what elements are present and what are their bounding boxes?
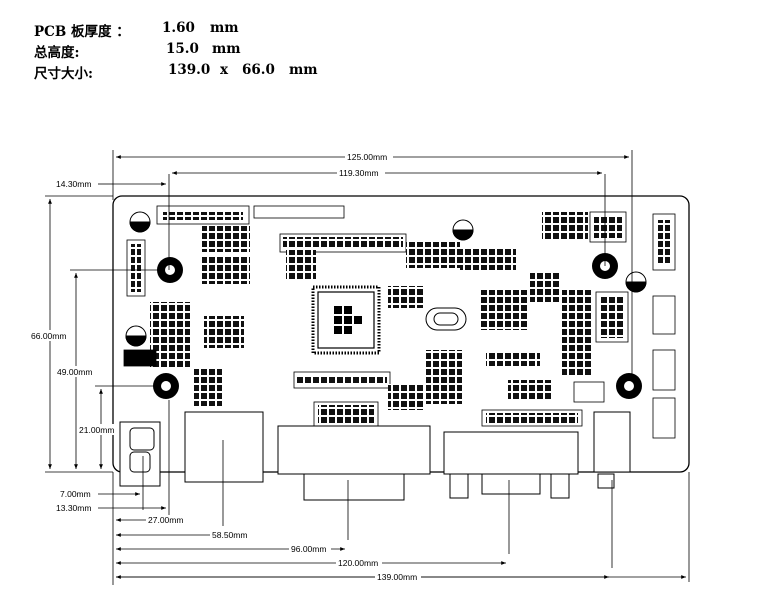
dim-offset-7: 7.00mm bbox=[60, 489, 91, 499]
capacitors bbox=[125, 211, 647, 347]
dim-139: 139.00mm bbox=[377, 572, 417, 582]
spec-label: PCB 板厚度 ： bbox=[34, 24, 130, 40]
bottom-connectors bbox=[119, 411, 631, 501]
spec-unit: mm bbox=[212, 41, 241, 57]
components bbox=[123, 205, 676, 439]
spec-unit: mm bbox=[289, 62, 318, 78]
dim-27: 27.00mm bbox=[148, 515, 183, 525]
spec-value: 15.0 bbox=[166, 41, 199, 57]
dim-58: 58.50mm bbox=[212, 530, 247, 540]
mounting-holes bbox=[153, 253, 642, 399]
dim-height-49: 49.00mm bbox=[57, 367, 92, 377]
dim-height-21: 21.00mm bbox=[79, 425, 114, 435]
spec-times: x bbox=[220, 62, 229, 78]
main-ic bbox=[311, 285, 381, 355]
dim-overall-width: 125.00mm bbox=[347, 152, 387, 162]
dim-offset-13: 13.30mm bbox=[56, 503, 91, 513]
spec-label: 总高度: bbox=[34, 45, 80, 61]
spec-width: 139.0 bbox=[168, 62, 211, 78]
spec-height: 66.0 bbox=[242, 62, 275, 78]
dim-left-offset: 14.30mm bbox=[56, 179, 91, 189]
dim-hole-span: 119.30mm bbox=[339, 168, 379, 178]
spec-label: 尺寸大小: bbox=[34, 66, 93, 82]
dim-120: 120.00mm bbox=[338, 558, 378, 568]
dim-height-66: 66.00mm bbox=[31, 331, 66, 341]
spec-unit: mm bbox=[210, 20, 239, 36]
dimension-labels: 125.00mm 119.30mm 14.30mm 66.00mm 49.00m… bbox=[30, 151, 421, 583]
dim-96: 96.00mm bbox=[291, 544, 326, 554]
spec-value: 1.60 bbox=[162, 20, 195, 36]
crystal bbox=[425, 307, 467, 331]
